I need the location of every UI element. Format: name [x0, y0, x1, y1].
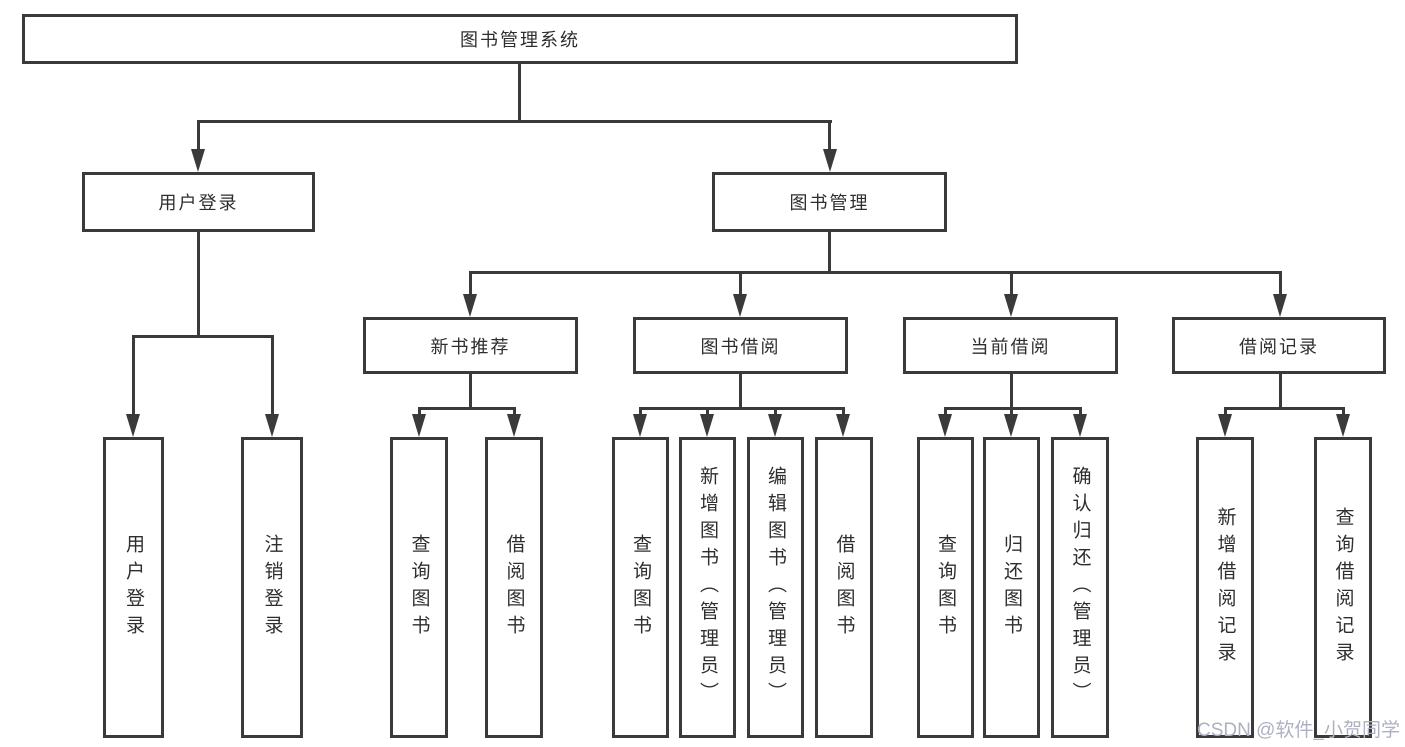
- node-book-borrowing: 图书借阅: [633, 317, 848, 374]
- connector-drop: [513, 407, 516, 417]
- leaf-recommend-borrow-books: 借阅图书: [485, 437, 543, 738]
- node-book-management: 图书管理: [712, 172, 947, 232]
- leaf-current-confirm-return-admin: 确认归还（管理员）: [1051, 437, 1109, 738]
- connector-drop-user-login: [197, 120, 200, 152]
- arrow-down-icon: [733, 294, 747, 317]
- connector-user-login-bar: [132, 335, 274, 338]
- leaf-borrowing-query-books: 查询图书: [612, 437, 669, 738]
- arrow-down-icon: [633, 414, 647, 437]
- connector-root-stem: [518, 64, 521, 123]
- arrow-down-icon: [938, 414, 952, 437]
- node-library-system: 图书管理系统: [22, 14, 1018, 64]
- connector-drop: [944, 407, 947, 417]
- leaf-borrowing-edit-books-admin: 编辑图书（管理员）: [747, 437, 804, 738]
- connector-drop: [842, 407, 845, 417]
- leaf-logout: 注销登录: [241, 437, 303, 738]
- connector-drop: [1079, 407, 1082, 417]
- connector-root-bar: [197, 120, 832, 123]
- connector-drop: [774, 407, 777, 417]
- connector-drop: [418, 407, 421, 417]
- arrow-down-icon: [1004, 294, 1018, 317]
- connector-drop-leaf-logout: [271, 335, 274, 417]
- arrow-down-icon: [700, 414, 714, 437]
- arrow-down-icon: [1273, 294, 1287, 317]
- connector-borrow-records-bar: [1224, 407, 1345, 410]
- arrow-down-icon: [507, 414, 521, 437]
- connector-drop: [1010, 407, 1013, 417]
- arrow-down-icon: [265, 414, 279, 437]
- connector-drop: [706, 407, 709, 417]
- connector-drop: [639, 407, 642, 417]
- connector-drop-current-borrow: [1010, 271, 1013, 297]
- connector-drop-borrow-records: [1279, 271, 1282, 297]
- connector-book-mgmt-stem: [828, 232, 831, 274]
- leaf-user-login: 用户登录: [103, 437, 164, 738]
- arrow-down-icon: [1336, 414, 1350, 437]
- arrow-down-icon: [126, 414, 140, 437]
- connector-new-book-rec-stem: [469, 374, 472, 410]
- connector-drop-new-book-rec: [469, 271, 472, 297]
- leaf-records-query-record: 查询借阅记录: [1314, 437, 1372, 738]
- arrow-down-icon: [836, 414, 850, 437]
- connector-new-book-rec-bar: [418, 407, 516, 410]
- leaf-borrowing-add-books-admin: 新增图书（管理员）: [679, 437, 736, 738]
- arrow-down-icon: [412, 414, 426, 437]
- connector-drop-leaf-login: [132, 335, 135, 417]
- connector-borrow-records-stem: [1279, 374, 1282, 410]
- connector-book-borrow-bar: [639, 407, 845, 410]
- node-user-login: 用户登录: [82, 172, 315, 232]
- leaf-recommend-query-books: 查询图书: [390, 437, 448, 738]
- node-borrow-records: 借阅记录: [1172, 317, 1386, 374]
- connector-drop: [1224, 407, 1227, 417]
- arrow-down-icon: [191, 149, 205, 172]
- connector-book-mgmt-bar: [469, 271, 1282, 274]
- connector-user-login-stem: [197, 232, 200, 338]
- arrow-down-icon: [823, 149, 837, 172]
- arrow-down-icon: [768, 414, 782, 437]
- connector-drop: [1342, 407, 1345, 417]
- connector-current-borrow-bar: [944, 407, 1082, 410]
- leaf-records-add-record: 新增借阅记录: [1196, 437, 1254, 738]
- node-new-book-recommend: 新书推荐: [363, 317, 578, 374]
- connector-drop-book-mgmt: [828, 120, 831, 152]
- connector-drop-book-borrow: [739, 271, 742, 297]
- node-current-borrowing: 当前借阅: [903, 317, 1118, 374]
- leaf-current-return-books: 归还图书: [983, 437, 1040, 738]
- arrow-down-icon: [1218, 414, 1232, 437]
- connector-book-borrow-stem: [739, 374, 742, 410]
- leaf-borrowing-borrow-books: 借阅图书: [815, 437, 873, 738]
- connector-current-borrow-stem: [1010, 374, 1013, 410]
- arrow-down-icon: [1004, 414, 1018, 437]
- arrow-down-icon: [463, 294, 477, 317]
- arrow-down-icon: [1073, 414, 1087, 437]
- leaf-current-query-books: 查询图书: [917, 437, 974, 738]
